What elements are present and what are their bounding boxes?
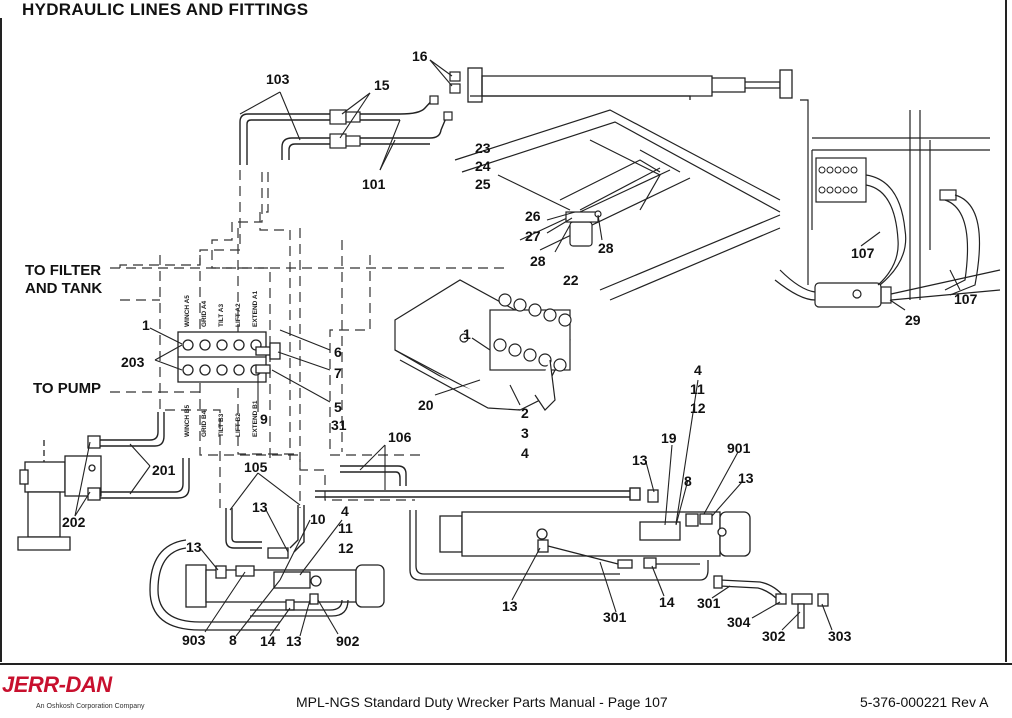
lines-106-105 — [225, 465, 641, 553]
callout-25: 25 — [475, 176, 491, 192]
lower-left-lines — [149, 539, 349, 631]
callout-105: 105 — [244, 459, 268, 475]
callout-1-valve: 1 — [142, 317, 150, 333]
callout-11-left: 11 — [338, 520, 353, 536]
callout-28-right: 28 — [598, 240, 614, 256]
top-fittings — [329, 71, 461, 149]
callout-4-left: 4 — [341, 503, 349, 519]
callout-20: 20 — [418, 397, 434, 413]
footer-rule — [0, 663, 1012, 665]
callout-107-top: 107 — [851, 245, 875, 261]
manual-page-label: MPL-NGS Standard Duty Wrecker Parts Manu… — [296, 694, 668, 710]
control-valve — [177, 331, 281, 383]
callout-14-right: 14 — [659, 594, 675, 610]
brand-tagline: An Oshkosh Corporation Company — [36, 703, 145, 710]
right-cylinder-lines — [409, 510, 709, 581]
frame-filter — [454, 109, 781, 301]
callout-203: 203 — [121, 354, 145, 370]
callout-12-left: 12 — [338, 540, 354, 556]
callout-19: 19 — [661, 430, 677, 446]
callout-12-right: 12 — [690, 400, 706, 416]
port-lift-a2: LIFT A2 — [235, 303, 242, 327]
port-extend-a1: EXTEND A1 — [252, 290, 259, 327]
callout-31: 31 — [331, 417, 347, 433]
callout-303: 303 — [828, 628, 852, 644]
callout-23: 23 — [475, 140, 491, 156]
callout-13-d: 13 — [186, 539, 202, 555]
callout-8-right: 8 — [684, 473, 692, 489]
callout-107-bottom: 107 — [954, 291, 978, 307]
label-and-tank: AND TANK — [25, 280, 102, 297]
callout-11-right: 11 — [690, 381, 705, 397]
port-winch-a5: WINCH A5 — [184, 295, 191, 327]
callout-6: 6 — [334, 344, 342, 360]
callout-901: 901 — [727, 440, 751, 456]
pump — [17, 435, 102, 551]
callout-2: 2 — [521, 405, 529, 421]
page-title: HYDRAULIC LINES AND FITTINGS — [22, 0, 309, 19]
callout-26: 26 — [525, 208, 541, 224]
callout-13-c: 13 — [252, 499, 268, 515]
port-winch-b5: WINCH B5 — [184, 404, 191, 437]
valve-port-labels-top: WINCH A5 GRID A4 TILT A3 LIFT A2 EXTEND … — [184, 290, 259, 327]
document-number: 5-376-000221 Rev A — [860, 694, 989, 710]
callout-106: 106 — [388, 429, 412, 445]
callout-29: 29 — [905, 312, 921, 328]
callout-5: 5 — [334, 399, 342, 415]
port-grid-a4: GRID A4 — [201, 300, 208, 327]
callout-7: 7 — [334, 365, 342, 381]
side-view — [774, 99, 1001, 308]
callout-202: 202 — [62, 514, 86, 530]
callout-27: 27 — [525, 228, 541, 244]
valve-port-labels-bottom: WINCH B5 GRID B4 TILT B3 LIFT B2 EXTEND … — [184, 400, 259, 437]
callout-13-b: 13 — [738, 470, 754, 486]
callout-3: 3 — [521, 425, 529, 441]
port-lift-b2: LIFT B2 — [235, 413, 242, 437]
callout-15: 15 — [374, 77, 390, 93]
callout-201: 201 — [152, 462, 176, 478]
callout-24: 24 — [475, 158, 491, 174]
callout-8-left: 8 — [229, 632, 237, 648]
callout-14-left: 14 — [260, 633, 276, 649]
leader-lines — [74, 59, 961, 637]
top-cylinder — [467, 67, 793, 103]
bottom-right-parts — [713, 575, 829, 629]
port-tilt-b3: TILT B3 — [218, 413, 225, 437]
callout-902: 902 — [336, 633, 360, 649]
pump-lines — [100, 412, 190, 499]
brand-logo: JERR-DAN — [2, 672, 112, 697]
callout-16: 16 — [412, 48, 428, 64]
callout-301-a: 301 — [603, 609, 627, 625]
callout-22: 22 — [563, 272, 579, 288]
callout-9: 9 — [260, 411, 268, 427]
callout-10: 10 — [310, 511, 326, 527]
callout-903: 903 — [182, 632, 206, 648]
label-to-pump: TO PUMP — [33, 380, 101, 397]
callout-103: 103 — [266, 71, 290, 87]
port-grid-b4: GRID B4 — [201, 410, 208, 437]
callout-13-f: 13 — [502, 598, 518, 614]
callout-13-e: 13 — [286, 633, 302, 649]
callout-28-left: 28 — [530, 253, 546, 269]
label-to-filter: TO FILTER — [25, 262, 101, 279]
right-cylinder — [439, 489, 751, 569]
lower-left-cylinder — [185, 547, 385, 611]
callout-304: 304 — [727, 614, 751, 630]
callout-4-right: 4 — [694, 362, 702, 378]
callout-302: 302 — [762, 628, 786, 644]
port-tilt-a3: TILT A3 — [218, 304, 225, 327]
callout-101: 101 — [362, 176, 386, 192]
callout-1-bank: 1 — [463, 326, 471, 342]
top-tubes — [239, 95, 447, 165]
hydraulic-diagram: WINCH A5 GRID A4 TILT A3 LIFT A2 EXTEND … — [0, 0, 1007, 662]
dashed-lines — [110, 170, 505, 508]
port-extend-b1: EXTEND B1 — [252, 400, 259, 437]
callout-13-a: 13 — [632, 452, 648, 468]
callout-301-b: 301 — [697, 595, 721, 611]
callout-4-bank: 4 — [521, 445, 529, 461]
